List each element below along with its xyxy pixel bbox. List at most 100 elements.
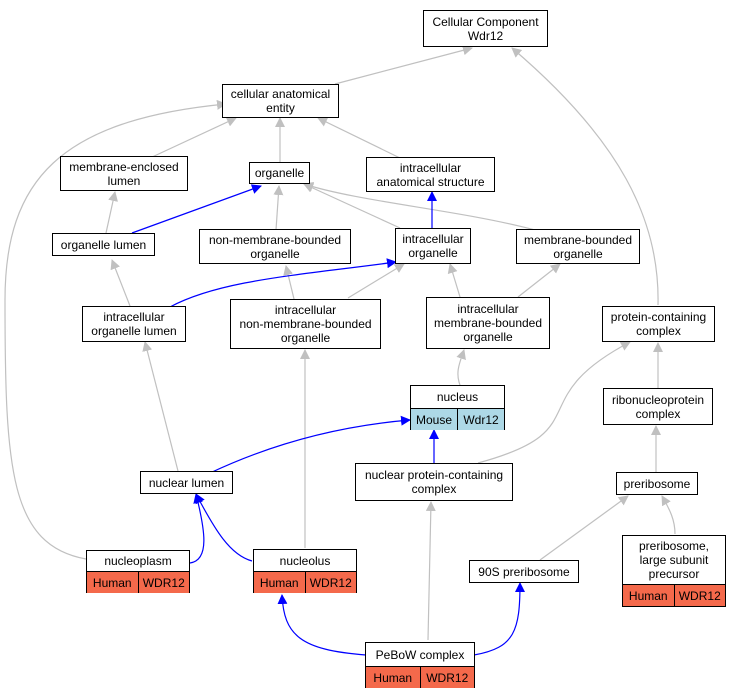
node-label-line: organelle — [408, 246, 458, 260]
edge-cae-to-cc — [334, 45, 473, 85]
edge-pcc-to-cc — [511, 47, 659, 306]
node-preribosome-large-subunit-precursor[interactable]: preribosome, large subunit precursor Hum… — [622, 535, 726, 607]
node-label-line: complex — [635, 406, 681, 421]
node-nucleus-title: nucleus — [411, 386, 504, 409]
node-pebow-complex-title: PeBoW complex — [366, 643, 474, 667]
edge-nmbo-to-organelle — [273, 185, 284, 231]
node-intracellular-organelle[interactable]: intracellular organelle — [395, 228, 471, 264]
node-label-line: organelle lumen — [91, 324, 177, 338]
edge-iol-to-io-blue — [169, 258, 397, 308]
node-ribonucleoprotein-complex[interactable]: ribonucleoprotein complex — [603, 388, 713, 425]
node-nucleolus-annotation: Human WDR12 — [254, 572, 356, 593]
species-label: Human — [628, 588, 668, 603]
node-label-line: intracellular — [274, 303, 337, 317]
node-label-line: cellular anatomical — [230, 87, 331, 101]
node-label-line: preribosome — [623, 476, 691, 491]
node-label-line: nuclear lumen — [148, 475, 225, 490]
node-pebow-complex[interactable]: PeBoW complex Human WDR12 — [365, 642, 475, 688]
node-label-line: nuclear protein-containing — [364, 468, 504, 482]
node-nuclear-lumen[interactable]: nuclear lumen — [140, 471, 233, 494]
node-label-line: large subunit — [639, 553, 709, 567]
node-pebow-complex-annotation: Human WDR12 — [366, 667, 474, 688]
node-label-line: Cellular Component — [432, 14, 539, 29]
node-nucleolus[interactable]: nucleolus Human WDR12 — [253, 549, 357, 593]
node-label-line: non-membrane-bounded — [239, 317, 372, 331]
gene-label: WDR12 — [419, 667, 475, 688]
node-label-line: membrane-bounded — [433, 316, 543, 330]
node-label-line: anatomical structure — [376, 174, 485, 189]
node-label-line: 90S preribosome — [478, 564, 570, 579]
edge-iol-to-ol — [110, 259, 131, 307]
node-label-line: Wdr12 — [467, 28, 504, 43]
edge-io-to-organelle — [303, 183, 401, 229]
node-intracellular-anatomical-structure[interactable]: intracellular anatomical structure — [366, 157, 495, 192]
node-preribosome[interactable]: preribosome — [616, 472, 698, 495]
node-label-line: lumen — [107, 173, 141, 188]
node-lsu-precursor-title: preribosome, large subunit precursor — [623, 536, 725, 585]
edge-nucleoplasm-to-nl-blue — [189, 493, 205, 564]
edge-nucleus-to-imbo — [456, 349, 466, 386]
node-membrane-enclosed-lumen[interactable]: membrane-enclosed lumen — [60, 156, 188, 191]
node-intracellular-non-membrane-bounded-organelle[interactable]: intracellular non-membrane-bounded organ… — [230, 299, 381, 349]
edge-ias-to-cae — [317, 117, 401, 159]
node-membrane-bounded-organelle[interactable]: membrane-bounded organelle — [516, 229, 640, 264]
node-label-line: intracellular — [402, 232, 464, 246]
node-90s-preribosome[interactable]: 90S preribosome — [469, 560, 579, 583]
node-label-line: intracellular — [399, 160, 462, 175]
node-label-line: organelle lumen — [60, 237, 147, 252]
node-label-line: non-membrane-bounded — [208, 232, 342, 247]
node-nucleolus-title: nucleolus — [254, 550, 356, 572]
node-cellular-anatomical-entity[interactable]: cellular anatomical entity — [222, 84, 339, 118]
node-label-line: organelle — [250, 246, 300, 261]
edge-pebow-to-nucleolus-blue — [277, 594, 367, 656]
node-label-line: preribosome, — [638, 539, 710, 553]
node-label-line: ribonucleoprotein — [611, 392, 705, 407]
node-cellular-component[interactable]: Cellular Component Wdr12 — [423, 10, 548, 47]
node-intracellular-organelle-lumen[interactable]: intracellular organelle lumen — [82, 306, 186, 342]
gene-label: WDR12 — [304, 572, 357, 593]
edge-lsu-to-preribosome — [661, 495, 676, 535]
node-label-line: entity — [266, 101, 295, 115]
node-label-line: intracellular — [103, 310, 165, 324]
species-label: Human — [259, 575, 299, 590]
edge-pebow-to-npcc — [425, 501, 436, 641]
edge-pebow-to-90s-blue — [473, 582, 525, 656]
node-protein-containing-complex[interactable]: protein-containing complex — [602, 306, 715, 342]
node-organelle[interactable]: organelle — [249, 162, 310, 184]
edge-nl-to-iol — [142, 341, 179, 472]
node-nucleoplasm-annotation: Human WDR12 — [87, 572, 189, 593]
edge-mbo-to-organelle — [303, 181, 536, 231]
node-label-line: intracellular — [457, 302, 519, 316]
node-label-line: organelle — [280, 331, 331, 345]
gene-label: WDR12 — [137, 572, 190, 593]
node-nucleus-annotation: Mouse Wdr12 — [411, 409, 504, 430]
node-label-line: membrane-enclosed — [69, 159, 179, 174]
node-lsu-precursor-annotation: Human WDR12 — [623, 585, 725, 606]
edge-nucleoplasm-to-cae — [4, 99, 227, 560]
node-label-line: complex — [411, 482, 457, 496]
node-label-line: organelle — [463, 330, 513, 344]
node-intracellular-membrane-bounded-organelle[interactable]: intracellular membrane-bounded organelle — [426, 297, 550, 349]
node-nucleus[interactable]: nucleus Mouse Wdr12 — [410, 385, 505, 430]
node-label-line: complex — [636, 324, 681, 338]
edge-ol-to-mel — [105, 191, 118, 234]
species-label: Human — [373, 670, 413, 685]
node-nuclear-protein-containing-complex[interactable]: nuclear protein-containing complex — [355, 463, 513, 501]
node-label-line: membrane-bounded — [523, 232, 633, 247]
gene-label: Wdr12 — [457, 409, 504, 430]
node-label-line: organelle — [553, 246, 603, 261]
edge-inmbo-to-nmbo — [283, 265, 295, 300]
species-label: Human — [92, 575, 132, 590]
node-label-line: organelle — [254, 166, 305, 180]
node-label-line: protein-containing — [610, 310, 707, 324]
edge-nl-to-nucleus-blue — [209, 415, 411, 474]
species-label: Mouse — [415, 412, 453, 427]
node-nucleoplasm-title: nucleoplasm — [87, 551, 189, 572]
edge-ol-to-organelle-blue — [131, 184, 262, 234]
node-nucleoplasm[interactable]: nucleoplasm Human WDR12 — [86, 550, 190, 593]
node-non-membrane-bounded-organelle[interactable]: non-membrane-bounded organelle — [199, 229, 351, 264]
edge-mel-to-cae — [149, 117, 237, 159]
node-organelle-lumen[interactable]: organelle lumen — [52, 233, 155, 256]
